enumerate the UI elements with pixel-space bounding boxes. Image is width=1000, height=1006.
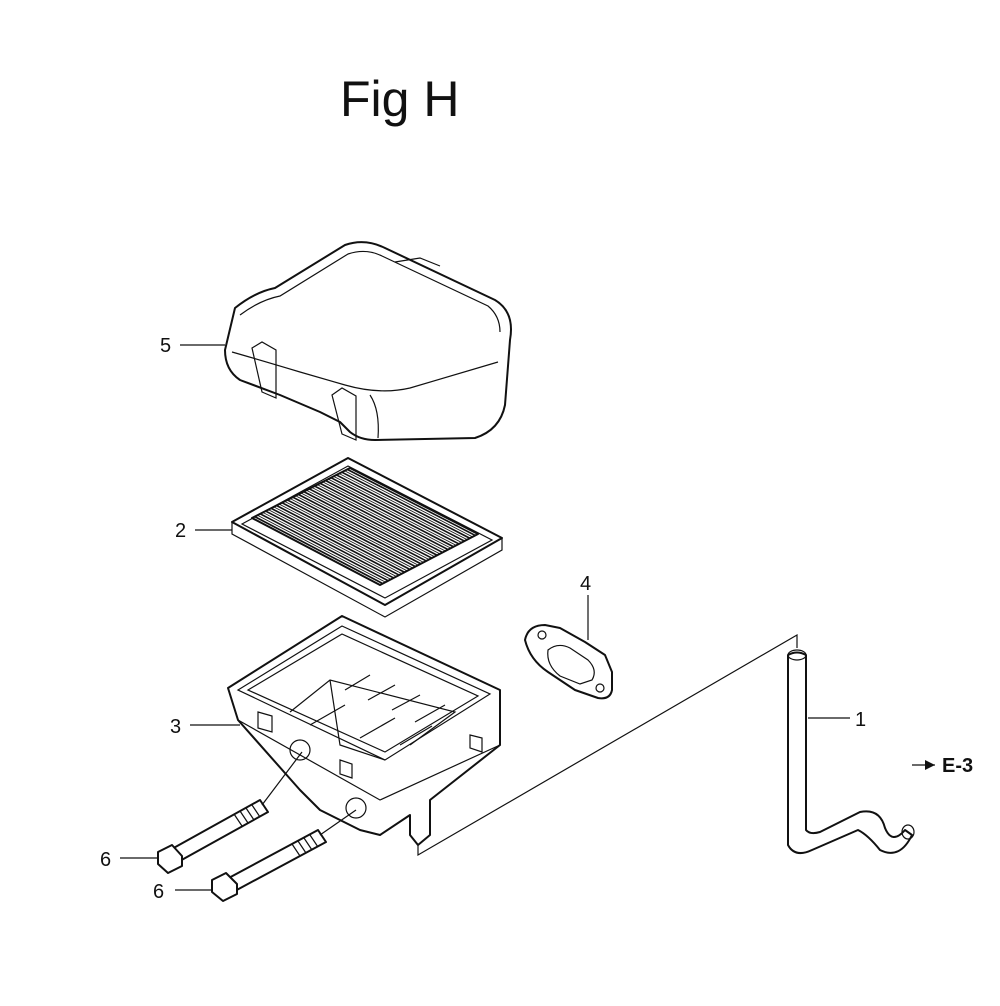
flange-bolt-lower (211, 809, 357, 902)
callout-3: 3 (170, 716, 181, 738)
filter-pleat (338, 473, 468, 541)
filter-pleat (341, 471, 471, 539)
filter-pleat (328, 478, 457, 546)
callout-1: 1 (855, 709, 866, 731)
filter-pleat (333, 475, 462, 543)
callout-5: 5 (160, 335, 171, 357)
filter-pleat (303, 490, 433, 559)
filter-pleat (300, 492, 430, 560)
filter-pleat (322, 481, 451, 549)
figure-title: Fig H (340, 71, 459, 127)
gasket (524, 624, 613, 700)
filter-pleat (311, 487, 441, 555)
air-cleaner-cover (224, 241, 512, 441)
filter-pleat (265, 510, 394, 579)
filter-pleat (314, 485, 443, 554)
filter-pleat (254, 515, 384, 585)
filter-pleat (346, 468, 476, 537)
filter-pleat (259, 513, 389, 582)
reference-e3: E-3 (942, 755, 973, 777)
arrow-right-icon (925, 760, 935, 770)
filter-pleat (319, 482, 449, 551)
filter-pleat (279, 503, 408, 572)
filter-pleat (336, 474, 465, 542)
assembly-guide-line (417, 633, 798, 857)
filter-pleat (284, 500, 413, 569)
callout-6-lower: 6 (153, 881, 164, 903)
filter-pleat (344, 470, 473, 538)
filter-pleat (276, 504, 405, 573)
filter-pleat (251, 517, 381, 586)
filter-pleat (330, 477, 460, 545)
air-filter-element (231, 457, 503, 618)
air-cleaner-case (227, 615, 501, 846)
filter-pleats (251, 467, 479, 586)
filter-pleat (281, 502, 411, 571)
flange-bolt-upper (157, 751, 303, 874)
bolt-guide-line (319, 809, 357, 836)
callout-6-upper: 6 (100, 849, 111, 871)
filter-pleat (257, 514, 386, 583)
filter-pleat (325, 479, 454, 548)
callout-4: 4 (580, 573, 591, 595)
filter-pleat (297, 493, 427, 562)
filter-pleat (349, 467, 479, 535)
filter-pleat (262, 512, 392, 580)
filter-pleat (273, 506, 402, 575)
callout-2: 2 (175, 520, 186, 542)
breather-tube (787, 649, 915, 855)
filter-pleat (287, 499, 416, 568)
bolt-guide-line (261, 751, 303, 806)
filter-pleat (317, 484, 446, 552)
filter-pleat (306, 489, 435, 558)
filter-pleat (268, 509, 397, 577)
filter-pleat (295, 495, 424, 563)
filter-pleat (308, 488, 438, 556)
filter-pleat (289, 498, 419, 566)
filter-pleat (292, 496, 422, 565)
filter-pleat (270, 507, 400, 576)
